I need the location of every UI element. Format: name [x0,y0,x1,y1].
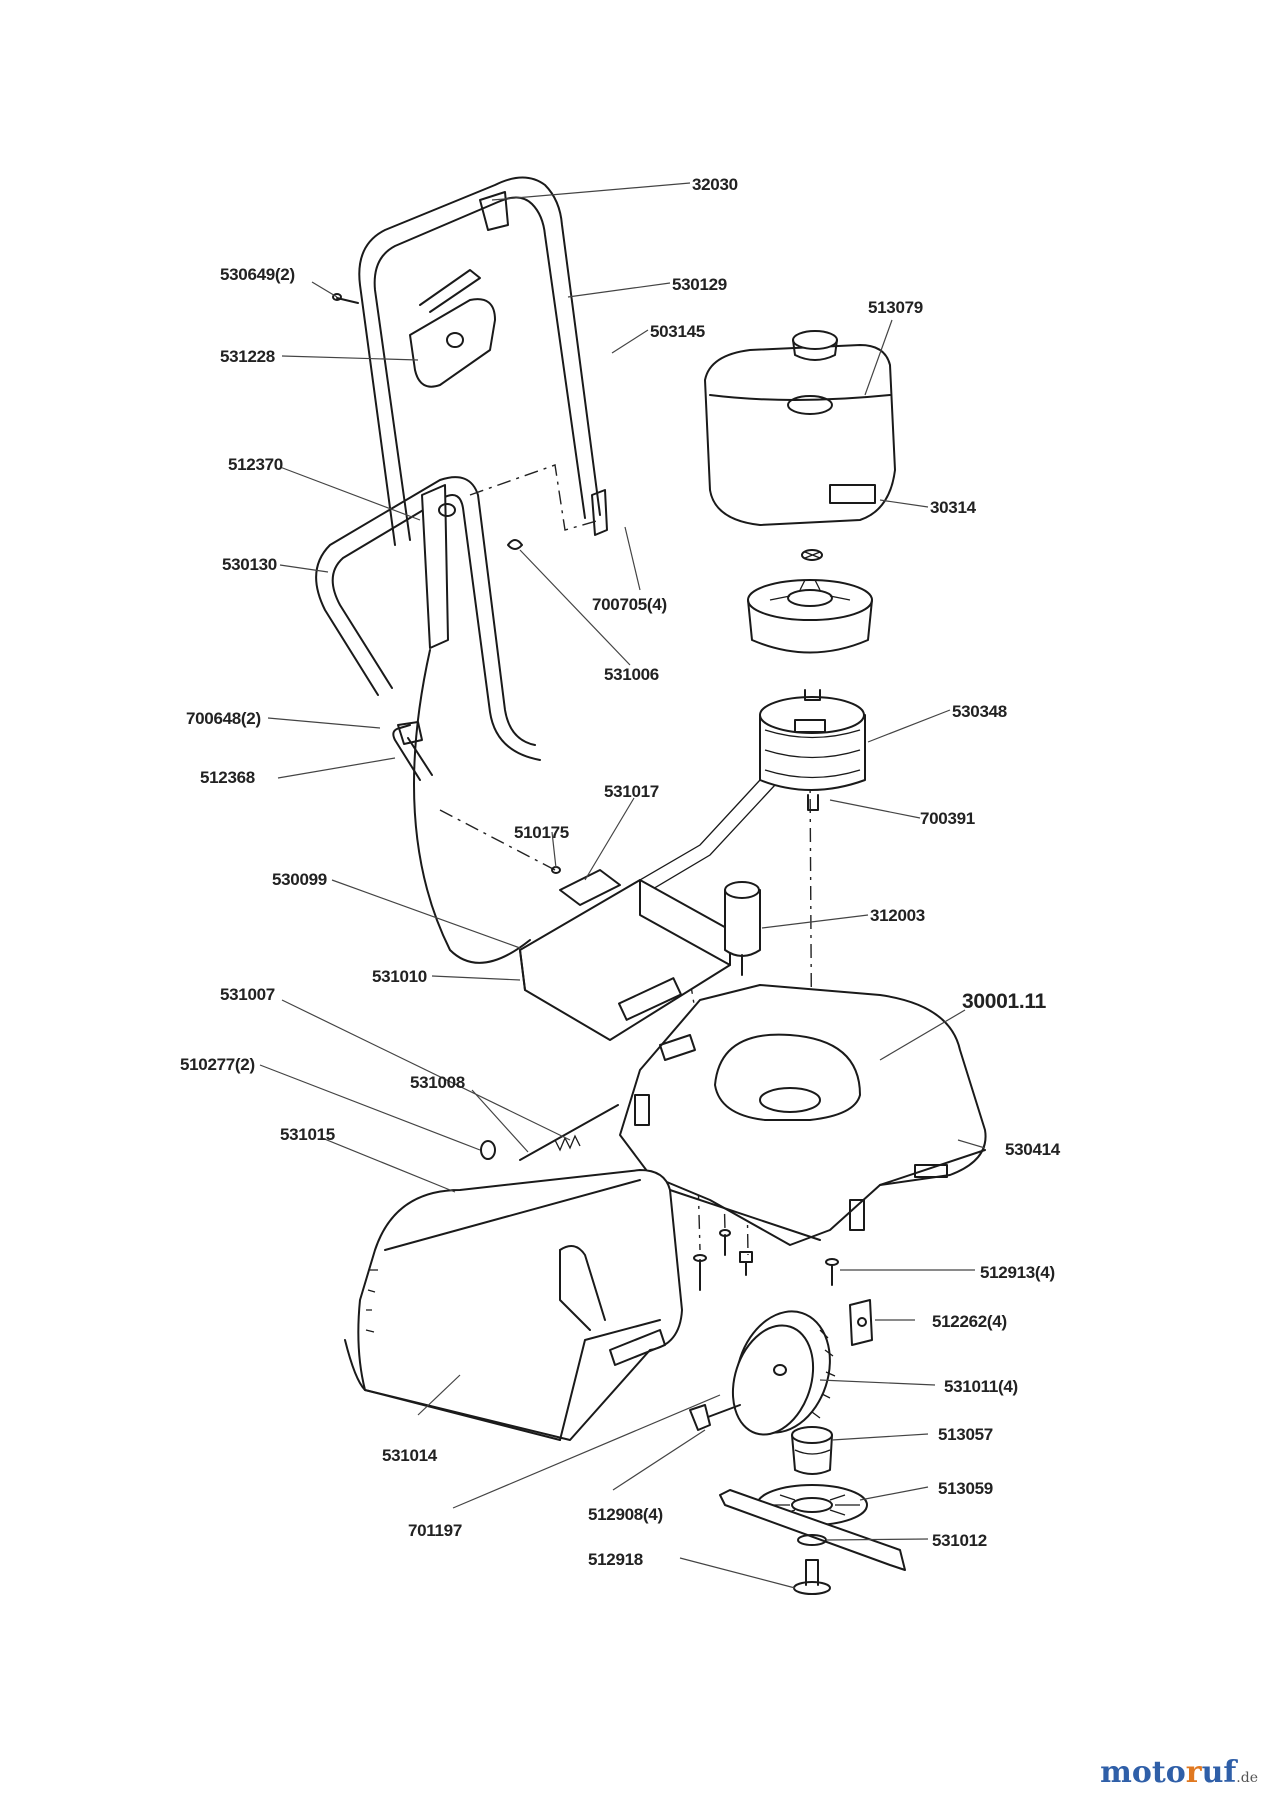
part-label-531012: 531012 [932,1531,987,1550]
part-label-32030: 32030 [692,175,738,194]
axle-spring-drawing [480,1104,619,1161]
part-label-531017: 531017 [604,782,659,801]
part-label-531015: 531015 [280,1125,335,1144]
motor-cover-drawing [704,330,896,526]
part-label-512370: 512370 [228,455,283,474]
part-label-530414: 530414 [1005,1140,1061,1159]
part-label-531007: 531007 [220,985,275,1004]
upper-handle-drawing [332,176,608,546]
part-label-513079: 513079 [868,298,923,317]
watermark-part-3: uf [1201,1755,1237,1790]
part-label-503145: 503145 [650,322,705,341]
part-label-513059: 513059 [938,1479,993,1498]
part-label-531011: 531011(4) [944,1377,1018,1396]
grass-bag-drawing [344,1169,683,1441]
part-label-510277: 510277(2) [180,1055,255,1074]
part-label-530348: 530348 [952,702,1007,721]
part-label-513057: 513057 [938,1425,993,1444]
part-label-512918: 512918 [588,1550,643,1569]
bowden-cable-drawing [413,649,531,964]
watermark-part-1: moto [1100,1755,1186,1790]
part-label-531006: 531006 [604,665,659,684]
part-label-700648: 700648(2) [186,709,261,728]
part-label-510175: 510175 [514,823,569,842]
part-label-530130: 530130 [222,555,277,574]
part-label-530649: 530649(2) [220,265,295,284]
blade-adapter-drawing [791,1426,833,1475]
part-label-30314: 30314 [930,498,977,517]
part-label-531008: 531008 [410,1073,465,1092]
wheel-bolt-drawing [689,1404,741,1431]
leader-lines [259,182,986,1589]
part-label-512908: 512908(4) [588,1505,663,1524]
blade-drawing [719,1489,906,1571]
lower-handle-drawing [315,476,541,781]
watermark-part-2: r [1185,1755,1202,1790]
fan-drawing [747,549,873,654]
mower-deck-drawing [619,984,987,1246]
wheel-drawing [731,1310,836,1436]
part-label-512262: 512262(4) [932,1312,1007,1331]
site-watermark: motoruf.de [1100,1755,1258,1790]
part-label-30001-11: 30001.11 [962,990,1047,1013]
part-label-701197: 701197 [408,1521,462,1540]
part-label-531014: 531014 [382,1446,438,1465]
part-label-530099: 530099 [272,870,327,889]
wheel-clip-drawing [849,1299,873,1346]
capacitor-drawing [724,881,761,976]
motor-drawing [759,689,866,811]
part-label-531010: 531010 [372,967,427,986]
part-label-512368: 512368 [200,768,255,787]
part-label-531228: 531228 [220,347,275,366]
deck-screws-drawing [693,1229,839,1291]
part-label-530129: 530129 [672,275,727,294]
part-label-700391: 700391 [920,809,975,828]
assembly-line-cable [439,809,556,871]
part-labels: 32030 530649(2) 530129 513079 503145 531… [180,175,1061,1569]
part-label-700705: 700705(4) [592,595,667,614]
watermark-tld: .de [1236,1770,1258,1786]
assembly-line-handle [469,464,601,531]
part-label-512913: 512913(4) [980,1263,1055,1282]
blade-bolt-drawing [793,1559,831,1595]
part-label-312003: 312003 [870,906,925,925]
